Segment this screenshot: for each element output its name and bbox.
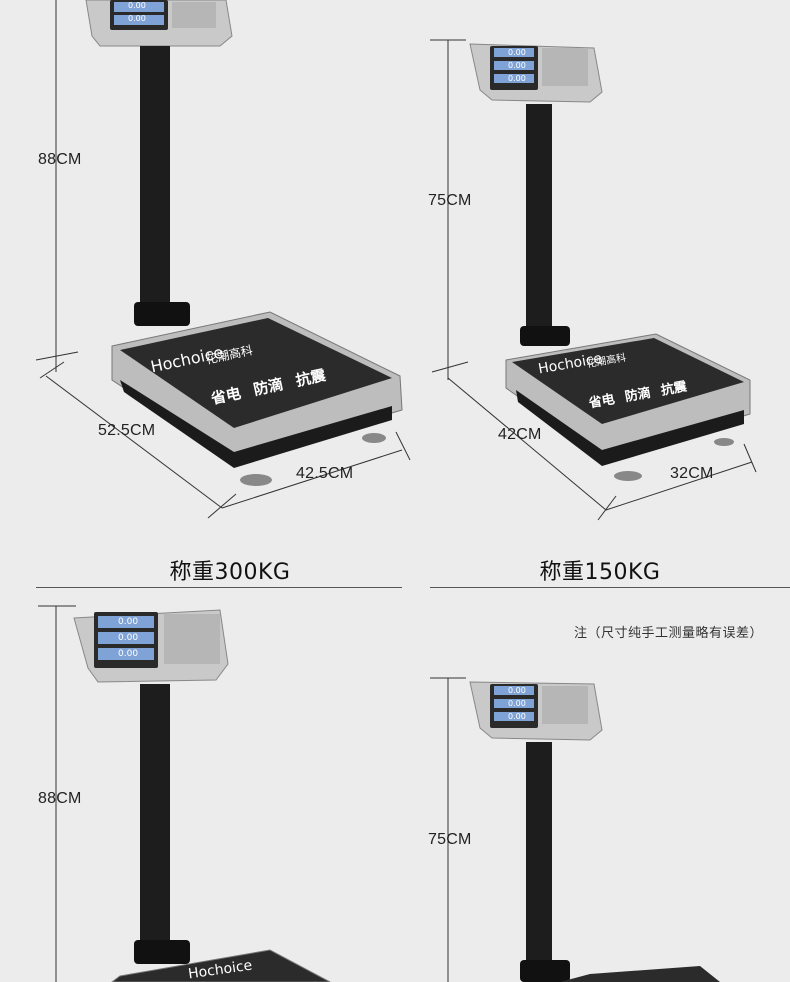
capacity-caption-left: 称重300KG: [169, 560, 291, 585]
scale-pole: [140, 684, 170, 946]
height-label: 88CM: [38, 790, 82, 807]
scale-pole: [140, 46, 170, 308]
scale-head: [469, 43, 603, 103]
display-reading: 0.00: [508, 686, 526, 695]
scale-illustration-150kg: [430, 39, 757, 521]
scale-head: [469, 681, 603, 741]
display-reading: 0.00: [118, 633, 139, 643]
height-label: 75CM: [428, 192, 472, 209]
depth-label: 52.5CM: [98, 422, 156, 439]
capacity-caption-right: 称重150KG: [539, 560, 661, 585]
scale-pole: [526, 742, 552, 968]
measurement-note: 注（尺寸纯手工测量略有误差）: [574, 626, 764, 641]
scale-pole: [526, 104, 552, 334]
width-label: 32CM: [670, 465, 714, 482]
display-reading: 0.00: [508, 48, 526, 57]
scale-illustration-300kg: [35, 0, 411, 519]
display-reading: 0.00: [508, 74, 526, 83]
scale-head: [85, 0, 233, 47]
display-reading: 0.00: [118, 649, 139, 659]
display-reading: 0.00: [508, 61, 526, 70]
width-label: 42.5CM: [296, 465, 354, 482]
section-divider-left: [36, 587, 402, 588]
scale-platform: [111, 311, 403, 486]
display-reading: 0.00: [128, 1, 146, 10]
scale-platform: [505, 333, 751, 481]
display-reading: 0.00: [508, 699, 526, 708]
depth-label: 42CM: [498, 426, 542, 443]
display-reading: 0.00: [118, 617, 139, 627]
scale-head: [73, 609, 229, 683]
display-reading: 0.00: [128, 14, 146, 23]
section-divider-right: [430, 587, 790, 588]
height-label: 75CM: [428, 831, 472, 848]
display-reading: 0.00: [508, 712, 526, 721]
height-label: 88CM: [38, 151, 82, 168]
